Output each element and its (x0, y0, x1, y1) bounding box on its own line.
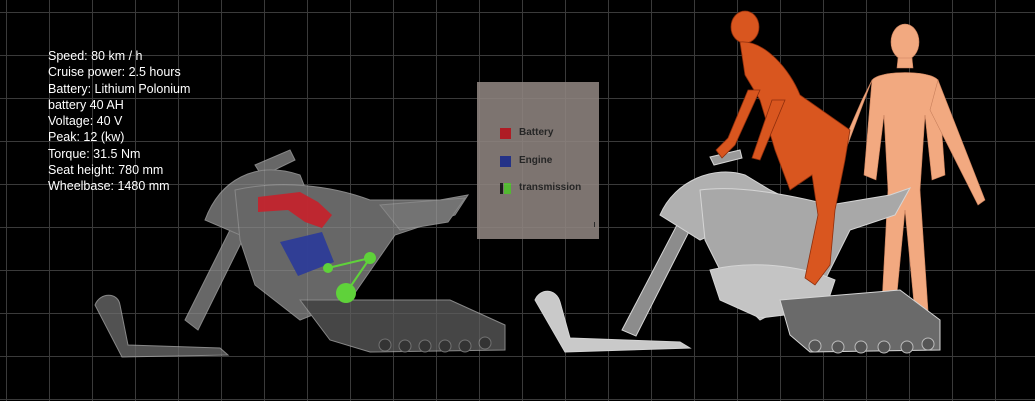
spec-battery-capacity: battery 40 AH (48, 97, 124, 112)
spec-peak-power: Peak: 12 (kw) (48, 130, 125, 145)
engine-component (280, 232, 334, 276)
battery-component (258, 192, 332, 228)
spec-seat-height: Seat height: 780 mm (48, 163, 164, 178)
legend-label-engine: Engine (519, 155, 553, 166)
spec-wheelbase: Wheelbase: 1480 mm (48, 179, 170, 194)
spec-voltage: Voltage: 40 V (48, 114, 123, 129)
legend-label-transmission: transmission (519, 182, 582, 193)
legend-panel: Battery Engine transmission (477, 82, 599, 239)
spec-list: Speed: 80 km / h Cruise power: 2.5 hours… (48, 48, 190, 195)
legend-tick-mark (594, 222, 595, 227)
legend-label-battery: Battery (519, 127, 554, 138)
rider-figure (715, 10, 851, 286)
spec-cruise-power: Cruise power: 2.5 hours (48, 65, 181, 80)
battery-swatch (500, 128, 511, 139)
spec-battery-type: Battery: Lithium Polonium (48, 81, 191, 96)
spec-torque: Torque: 31.5 Nm (48, 146, 141, 161)
engine-swatch (500, 156, 511, 167)
transmission-swatch (504, 183, 511, 194)
spec-speed: Speed: 80 km / h (48, 49, 143, 63)
